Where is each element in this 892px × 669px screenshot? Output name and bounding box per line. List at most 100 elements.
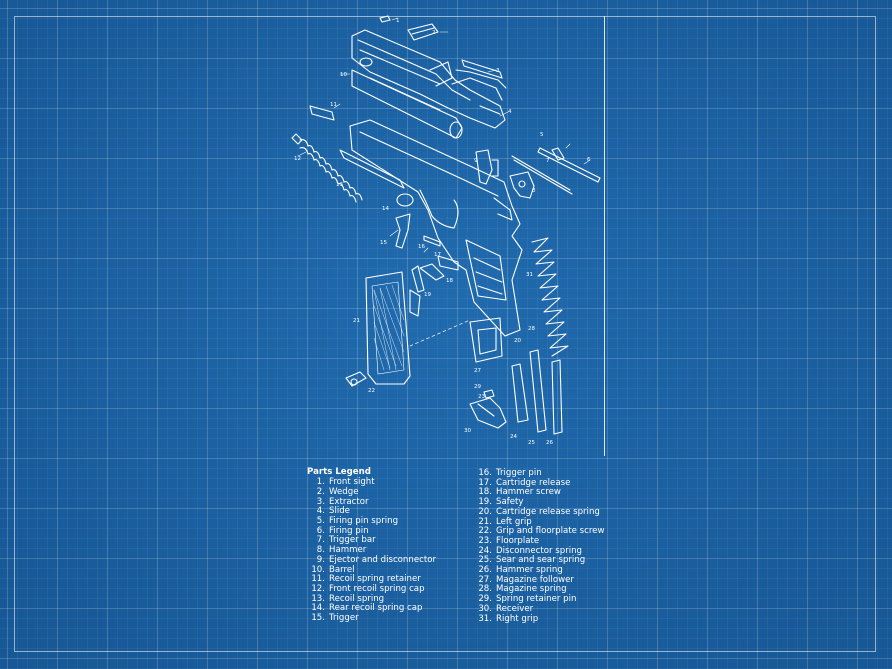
legend-item-number: 3. xyxy=(316,496,325,507)
callout-18: 18 xyxy=(446,278,453,284)
legend-item: 10. Barrel xyxy=(307,564,436,576)
part-spring-retainer-pin xyxy=(483,389,495,399)
legend-item: 25. Sear and sear spring xyxy=(478,555,605,566)
legend-item-number: 10. xyxy=(311,564,325,575)
legend-item-label: Front recoil spring cap xyxy=(329,583,425,594)
part-magazine-spring xyxy=(531,237,569,357)
legend-item-number: 5. xyxy=(316,516,325,527)
callout-25: 25 xyxy=(528,440,535,446)
legend-item-label: Hammer xyxy=(329,545,367,556)
legend-item-number: 31. xyxy=(478,613,492,624)
legend-item: 27.Magazine follower xyxy=(478,575,605,586)
callout-14: 14 xyxy=(382,206,389,212)
legend-item: 17. Cartridge release xyxy=(478,477,605,489)
legend-item-number: 4. xyxy=(316,506,325,517)
part-disconnector-spring xyxy=(511,363,529,423)
callout-10: 10 xyxy=(340,72,347,78)
legend-item-label: Firing pin spring xyxy=(329,516,399,527)
part-barrel xyxy=(351,69,463,139)
legend-item: 2. Wedge xyxy=(307,486,436,498)
legend-item-number: 1. xyxy=(316,477,325,488)
legend-item: 22. Grip and floorplate screw xyxy=(478,526,605,537)
legend-item-label: Grip and floorplate screw xyxy=(496,526,605,537)
legend-item-number: 25. xyxy=(478,555,492,566)
callout-5: 5 xyxy=(540,132,544,138)
callout-26: 26 xyxy=(546,440,553,446)
legend-item-number: 15. xyxy=(311,613,325,624)
callout-4: 4 xyxy=(508,109,512,115)
part-magazine-follower xyxy=(469,317,503,363)
legend-item: 1. Front sight xyxy=(307,477,436,488)
legend-item-number: 6. xyxy=(316,525,325,536)
callout-12: 12 xyxy=(294,156,301,162)
legend-item: 20.Cartridge release spring xyxy=(478,506,605,518)
legend-item-number: 21. xyxy=(478,516,492,527)
legend-item-label: Receiver xyxy=(496,603,534,614)
part-recoil-spring-retainer xyxy=(309,105,335,121)
part-cartridge-release-spring xyxy=(409,289,421,317)
callout-15: 15 xyxy=(380,240,387,246)
legend-item-label: Sear and sear spring xyxy=(496,555,586,566)
legend-item-label: Wedge xyxy=(329,486,359,497)
callout-21: 21 xyxy=(353,318,360,324)
legend-item-label: Recoil spring retainer xyxy=(329,574,421,585)
legend-item-label: Trigger bar xyxy=(329,535,376,546)
legend-item-label: Left grip xyxy=(496,516,532,527)
blueprint-frame xyxy=(14,16,876,652)
callout-9: 9 xyxy=(474,158,478,164)
legend-item-number: 11. xyxy=(311,574,325,585)
legend-item: 29.Spring retainer pin xyxy=(478,594,605,605)
legend-item-number: 8. xyxy=(316,545,325,556)
legend-item: 14.Rear recoil spring cap xyxy=(307,603,436,614)
callout-31: 31 xyxy=(526,272,533,278)
callout-1: 1 xyxy=(396,18,400,24)
legend-item: 12.Front recoil spring cap xyxy=(307,583,436,595)
callout-2: 2 xyxy=(432,30,436,36)
part-left-grip xyxy=(365,271,411,385)
callout-16: 16 xyxy=(418,244,425,250)
legend-item-label: Firing pin xyxy=(329,525,369,536)
legend-item: 21. Left grip xyxy=(478,516,605,528)
legend-item: 24.Disconnector spring xyxy=(478,545,605,557)
legend-item-label: Floorplate xyxy=(496,535,540,546)
legend-item: 5. Firing pin spring xyxy=(307,516,436,527)
legend-item-label: Barrel xyxy=(329,564,355,575)
part-cartridge-release xyxy=(437,255,459,271)
legend-item-label: Magazine spring xyxy=(496,584,567,595)
legend-item-number: 13. xyxy=(311,593,325,604)
part-extractor xyxy=(455,59,507,89)
legend-item-number: 16. xyxy=(478,468,492,478)
vertical-divider-line xyxy=(604,16,605,456)
legend-item: 8. Hammer xyxy=(307,545,436,556)
callout-22: 22 xyxy=(368,388,375,394)
callout-3: 3 xyxy=(496,68,500,74)
legend-item-number: 17. xyxy=(478,477,492,488)
part-slide xyxy=(351,29,506,129)
callout-28: 28 xyxy=(528,326,535,332)
legend-item-label: Hammer screw xyxy=(496,487,561,498)
legend-item-number: 22. xyxy=(478,526,492,537)
legend-item-label: Cartridge release xyxy=(496,477,571,488)
legend-item-label: Safety xyxy=(496,497,524,508)
legend-item-label: Front sight xyxy=(329,477,375,488)
part-safety xyxy=(411,265,425,293)
callout-23: 23 xyxy=(478,394,485,400)
callout-8: 8 xyxy=(532,188,536,194)
callout-20: 20 xyxy=(514,338,521,344)
callout-7: 7 xyxy=(546,158,550,164)
part-hammer xyxy=(509,171,535,199)
legend-item: 6. Firing pin xyxy=(307,525,436,537)
legend-item-number: 26. xyxy=(478,565,492,576)
legend-item: 7.Trigger bar xyxy=(307,536,436,546)
legend-item-number: 19. xyxy=(478,497,492,508)
legend-item-number: 30. xyxy=(478,603,492,614)
legend-item-number: 24. xyxy=(478,545,492,556)
legend-item-number: 20. xyxy=(478,506,492,517)
legend-title: Parts Legend xyxy=(307,467,371,477)
legend-item: 23.Floorplate xyxy=(478,535,605,547)
legend-item-number: 28. xyxy=(478,584,492,595)
legend-item-number: 2. xyxy=(316,486,325,497)
